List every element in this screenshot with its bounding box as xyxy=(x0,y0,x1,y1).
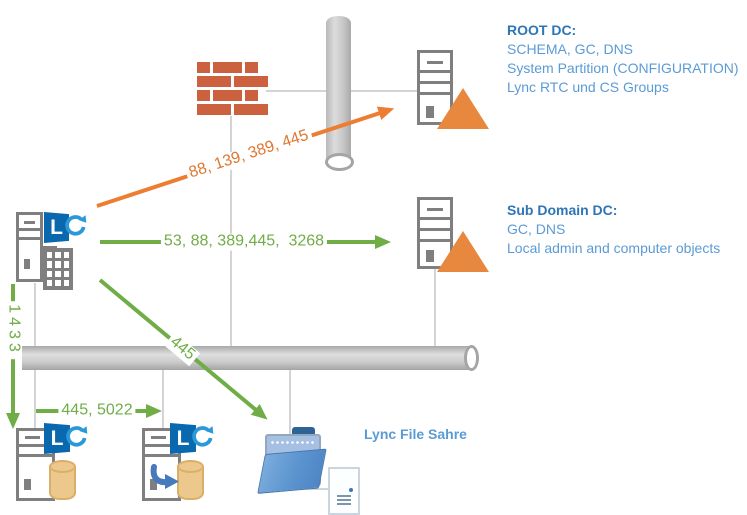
brick xyxy=(197,62,210,73)
server-bay-line xyxy=(18,237,41,240)
sub-dc-title: Sub Domain DC: xyxy=(507,202,618,218)
lync-logo-icon: L xyxy=(170,423,196,454)
lync-logo-icon: L xyxy=(44,423,70,454)
root-dc-server-icon xyxy=(417,50,453,125)
database-cylinder-icon xyxy=(177,460,204,500)
server-bay-line xyxy=(419,81,451,84)
sub-dc-line: Local admin and computer objects xyxy=(507,240,721,256)
brick xyxy=(234,76,268,87)
building-window xyxy=(55,261,61,268)
drive-slot xyxy=(427,61,443,64)
file-share-label: Lync File Sahre xyxy=(364,426,467,442)
port-label-pool: 445, 5022 xyxy=(58,402,136,420)
lync-logo-icon: L xyxy=(44,212,69,243)
brick xyxy=(213,62,242,73)
document-bullet xyxy=(349,488,353,492)
pillar-cylinder-icon xyxy=(325,16,354,171)
lync-frontend-server-icon xyxy=(16,212,57,282)
server-bay-line xyxy=(419,228,451,231)
drive-slot xyxy=(427,208,443,211)
sub-dc-annotation: Sub Domain DC: GC, DNS Local admin and c… xyxy=(507,201,720,258)
document-line xyxy=(337,499,351,501)
sub-dc-ad-triangle-icon xyxy=(437,231,489,272)
sync-arrow-icon xyxy=(150,464,179,489)
brick xyxy=(245,90,258,101)
server-bay-line xyxy=(419,217,451,220)
building-window xyxy=(55,252,61,259)
building-window xyxy=(55,270,61,277)
document-icon xyxy=(328,467,360,515)
power-button xyxy=(24,479,31,490)
office-building-icon xyxy=(43,248,73,290)
pipe-end-cap xyxy=(464,345,479,371)
server-bay-line xyxy=(144,454,179,457)
power-button xyxy=(426,106,434,118)
lync-letter: L xyxy=(176,426,190,450)
refresh-arrows-icon xyxy=(192,426,214,447)
brick xyxy=(197,90,210,101)
database-top xyxy=(177,460,204,473)
firewall-icon xyxy=(197,62,268,118)
brick xyxy=(245,62,258,73)
building-window xyxy=(63,270,69,277)
server-bay-line xyxy=(144,444,179,447)
lync-letter: L xyxy=(50,215,63,239)
drive-slot xyxy=(25,436,40,439)
drive-slot xyxy=(151,436,166,439)
network-pipe-icon xyxy=(22,345,479,371)
file-share-folder-icon xyxy=(255,427,327,494)
document-line xyxy=(337,495,351,497)
server-bay-line xyxy=(18,228,41,231)
server-arm-line xyxy=(40,246,57,249)
power-button xyxy=(426,250,434,262)
port-label-to-sub: 53, 88, 389,445, 3268 xyxy=(160,233,328,251)
root-dc-annotation: ROOT DC: SCHEMA, GC, DNS System Partitio… xyxy=(507,21,739,97)
sub-dc-line: GC, DNS xyxy=(507,221,566,237)
refresh-arrows-icon xyxy=(66,426,88,447)
lync-letter: L xyxy=(50,426,64,450)
building-window xyxy=(55,279,61,286)
building-window xyxy=(63,261,69,268)
power-button xyxy=(24,259,30,269)
database-cylinder-icon xyxy=(49,460,76,500)
building-window xyxy=(63,279,69,286)
power-button xyxy=(150,479,157,490)
port-label-sql: 1433 xyxy=(4,301,22,359)
database-top xyxy=(49,460,76,473)
building-window xyxy=(47,270,53,277)
root-dc-ad-triangle-icon xyxy=(437,88,489,129)
building-window xyxy=(63,252,69,259)
refresh-arrows-icon xyxy=(65,215,87,236)
root-dc-line: System Partition (CONFIGURATION) xyxy=(507,60,739,76)
server-bay-line xyxy=(419,70,451,73)
document-line xyxy=(337,503,351,505)
drive-slot xyxy=(24,221,35,224)
brick xyxy=(197,104,231,115)
brick xyxy=(213,90,242,101)
server-bay-line xyxy=(18,444,53,447)
root-dc-line: Lync RTC und CS Groups xyxy=(507,79,669,95)
building-window xyxy=(47,261,53,268)
building-window xyxy=(47,279,53,286)
root-dc-line: SCHEMA, GC, DNS xyxy=(507,41,634,57)
pillar-bottom-cap xyxy=(325,153,354,171)
brick xyxy=(234,104,268,115)
server-bay-line xyxy=(18,454,53,457)
brick xyxy=(197,76,231,87)
server-bay-line xyxy=(419,239,451,242)
root-dc-title: ROOT DC: xyxy=(507,22,577,38)
server-bay-line xyxy=(419,92,451,95)
building-window xyxy=(47,252,53,259)
